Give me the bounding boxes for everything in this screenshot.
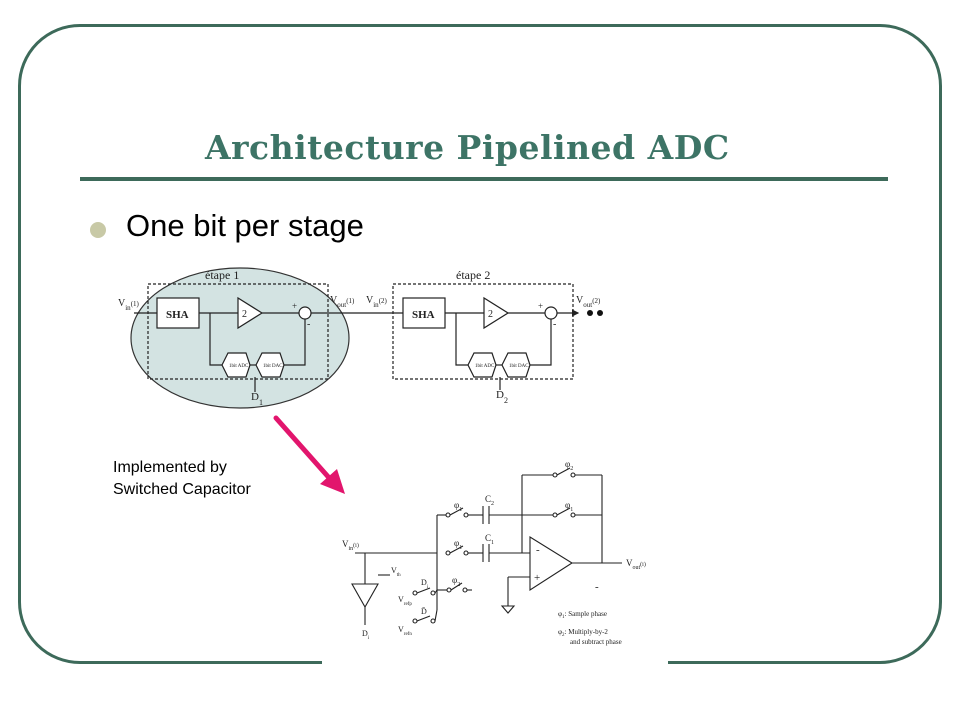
caption-line-2: Switched Capacitor [113, 481, 251, 498]
stage1-plus: + [292, 301, 297, 311]
stage1-highlight [130, 267, 350, 409]
sc-vin: Vin(i) [342, 539, 359, 552]
slide-title: Architecture Pipelined ADC [205, 128, 730, 167]
sc-vrefn: Vrefn [398, 625, 412, 637]
zoom-arrow [273, 415, 345, 494]
stage2-block [360, 283, 580, 390]
stage2-minus: - [553, 319, 556, 330]
stage2-d2: D2 [496, 389, 508, 405]
sc-phi2-b: φ2 [452, 575, 460, 588]
sc-phi1-b: φ1 [454, 538, 462, 551]
sc-c1: C1 [485, 533, 494, 546]
stage2-dashed-box [392, 283, 574, 380]
stage2-summer [544, 306, 558, 320]
caption-line-1: Implemented by [113, 459, 227, 476]
sc-opamp-minus: - [536, 544, 540, 556]
stage1-adc-label: 1bit ADC [229, 364, 249, 369]
stage1-minus: - [307, 319, 310, 330]
stage2-gain-label: 2 [488, 309, 493, 320]
stage1-d1: D1 [251, 391, 263, 407]
stage1-label: étape 1 [205, 268, 239, 282]
caption: Implemented by Switched Capacitor [113, 457, 251, 501]
sc-vout: Vout(i) [626, 558, 646, 571]
sc-legend-2b: and subtract phase [570, 638, 622, 646]
stage2-vin: Vin(2) [366, 295, 388, 309]
stage1-dac-label: 1bit DAC [263, 364, 283, 369]
sc-comp-di: Di [362, 629, 370, 641]
image-overlap [322, 657, 668, 669]
sc-legend-2: φ2: Multiply-by-2 [558, 628, 608, 638]
stage1-sha-label: SHA [166, 309, 189, 321]
sc-opamp-plus: + [534, 572, 540, 584]
sc-c2: C2 [485, 494, 494, 507]
stage1-gain-label: 2 [242, 309, 247, 320]
stage2-dac-label: 1bit DAC [509, 364, 529, 369]
comparator [351, 583, 379, 609]
sc-vrefp: Vrefp [398, 595, 412, 607]
stage1-block [134, 283, 360, 392]
continuation-dot-1 [587, 310, 593, 316]
sc-di-bar: D̄ [421, 607, 427, 616]
sc-legend-1: φ1: Sample phase [558, 610, 607, 620]
bullet-marker [90, 222, 106, 238]
sc-vth: Vth [391, 566, 401, 578]
sc-di: Di [421, 578, 429, 590]
switched-cap-circuit [351, 467, 622, 625]
bullet-text: One bit per stage [126, 208, 364, 243]
stage1-vin: Vin(1) [118, 298, 140, 312]
continuation-dot-2 [597, 310, 603, 316]
stage1-dashed-box [147, 283, 329, 380]
stage1-summer [298, 306, 312, 320]
sc-out-minus: - [595, 581, 599, 593]
sc-phi2-top: φ2 [565, 459, 573, 472]
stage1-vout: Vout(1) [330, 295, 355, 309]
title-underline [80, 177, 888, 181]
stage2-vout: Vout(2) [576, 295, 601, 309]
sc-phi1-a: φ1 [454, 500, 462, 513]
sc-phi1-c: φ1 [565, 500, 573, 513]
stage2-plus: + [538, 301, 543, 311]
stage2-sha-label: SHA [412, 309, 435, 321]
stage2-adc-label: 1bit ADC [475, 364, 495, 369]
stage2-label: étape 2 [456, 268, 490, 282]
opamp [529, 536, 574, 592]
